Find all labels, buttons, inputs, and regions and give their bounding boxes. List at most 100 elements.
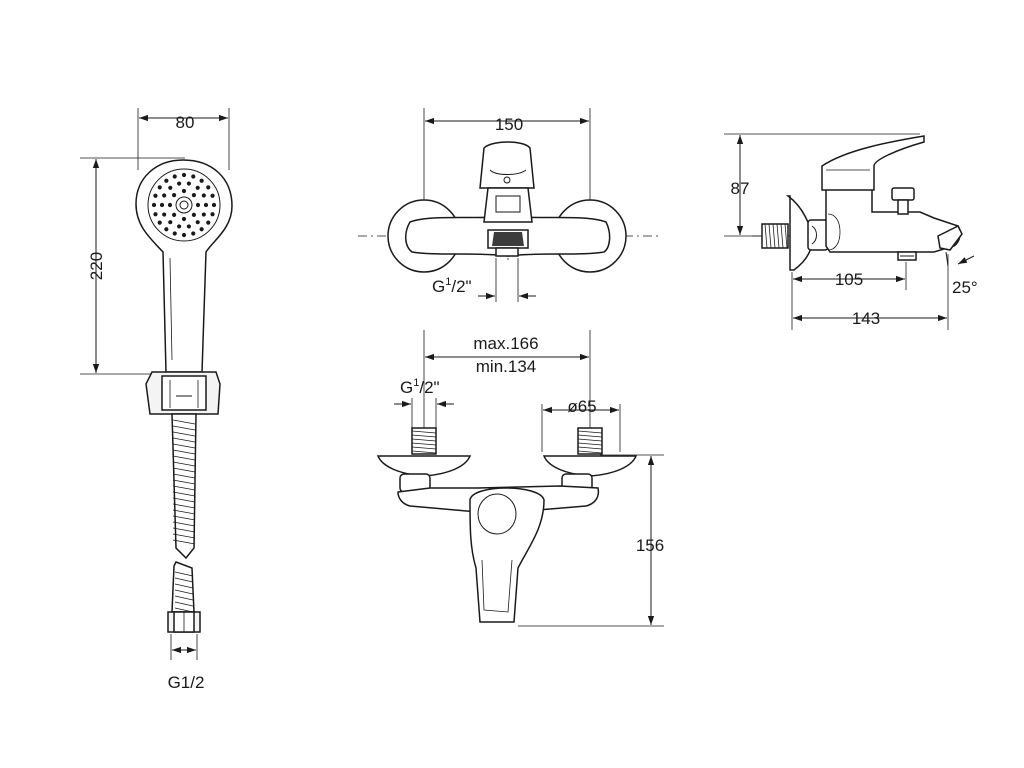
thread-line [784,223,788,249]
mixer-side-icon [761,135,963,271]
spray-hole [201,212,206,217]
inlet-thread-tail: /2" [419,378,439,397]
spray-hole [195,202,201,208]
spray-hole [153,193,158,198]
thread-line [577,430,603,434]
escutcheon-diameter-label: ø65 [567,397,596,416]
hose-ridge [172,509,196,515]
spray-hole [191,231,196,236]
spray-hole [162,193,167,198]
total-depth-label: 143 [852,309,880,328]
hose-ridge [172,497,196,503]
hose-ridge [172,515,196,521]
wall-holder-icon [145,371,221,415]
spray-hole [164,178,169,183]
spray-hole [195,185,200,190]
hose-ridge [174,577,194,583]
mixer-front-icon [387,141,627,273]
spout-angle-label: 25° [952,278,978,297]
spray-hole [157,220,162,225]
top-view: max.166 min.134 G1/2" ø65 [376,330,664,627]
spray-hole [162,212,167,217]
thread-line [411,446,437,450]
hose-ridge [172,443,196,449]
hose-ridge [172,485,196,491]
hose-ridge [172,503,196,509]
spray-hole [177,181,182,186]
spray-hole [172,231,177,236]
thread-line [768,223,772,249]
side-height-label: 87 [731,179,750,198]
thread-line [764,223,768,249]
hose-connection-label: G1/2 [168,673,205,692]
mixer-top-icon [376,427,638,623]
thread-line [577,434,603,438]
hose-ridge [172,455,196,461]
thread-line [772,223,776,249]
hose-ridge [172,431,196,437]
hose-ridge [174,589,194,595]
hose-ridge [172,479,196,485]
hose-ridge [172,449,196,455]
spray-hole [172,174,177,179]
spray-hole [181,216,187,222]
spray-hole [167,202,173,208]
thread-line [577,446,603,450]
thread-line [577,450,603,454]
lever-height-label: 156 [636,536,664,555]
spray-hole [181,172,187,178]
thread-line [780,223,784,249]
spray-hole [159,202,165,208]
hose-ridge [174,601,194,607]
thread-line [411,450,437,454]
thread-line [411,430,437,434]
hose-ridge [172,437,196,443]
inlet-thread-sup: 1 [413,377,419,389]
centers-min-label: min.134 [476,357,536,376]
thread-line [577,442,603,446]
hand-shower-view: 80 220 [80,108,233,692]
spray-hole [191,193,196,198]
spout-thread-label: G1/2" [432,276,472,296]
thread-line [411,438,437,442]
spray-hole [172,193,177,198]
spray-hole [168,185,173,190]
spray-hole [168,220,173,225]
spout-thread-tail: /2" [451,277,471,296]
spray-hole [203,202,209,208]
spray-hole [206,185,211,190]
spray-hole [195,220,200,225]
hose-ridge [174,571,194,577]
hose-ridge [174,583,194,589]
shower-head-length-label: 220 [87,252,106,280]
front-view: 150 G1/2" [358,108,660,302]
hose-ridge [172,419,196,425]
spray-hole [151,202,157,208]
spray-hole [172,212,177,217]
spray-hole [206,220,211,225]
side-view: 87 1 [724,133,978,330]
spray-hole [210,193,215,198]
hose-ridge [172,527,196,533]
shower-hose-icon [167,413,201,633]
spout-depth-label: 105 [835,270,863,289]
hose-ridge [172,461,196,467]
hose-ridge [172,533,196,539]
thread-line [411,434,437,438]
spray-hole [153,212,158,217]
shower-head-width-label: 80 [176,113,195,132]
hose-ridge [172,491,196,497]
hose-ridge [172,467,196,473]
spray-hole [191,174,196,179]
spray-hole [164,227,169,232]
spout-thread-base: G [432,277,445,296]
spray-hole [181,232,187,238]
spout-thread-sup: 1 [445,276,451,288]
hose-ridge [172,425,196,431]
hose-ridge [172,539,196,545]
centers-max-label: max.166 [473,334,538,353]
front-width-label: 150 [495,115,523,134]
spray-hole [199,178,204,183]
thread-line [776,223,780,249]
spray-hole [177,224,182,229]
